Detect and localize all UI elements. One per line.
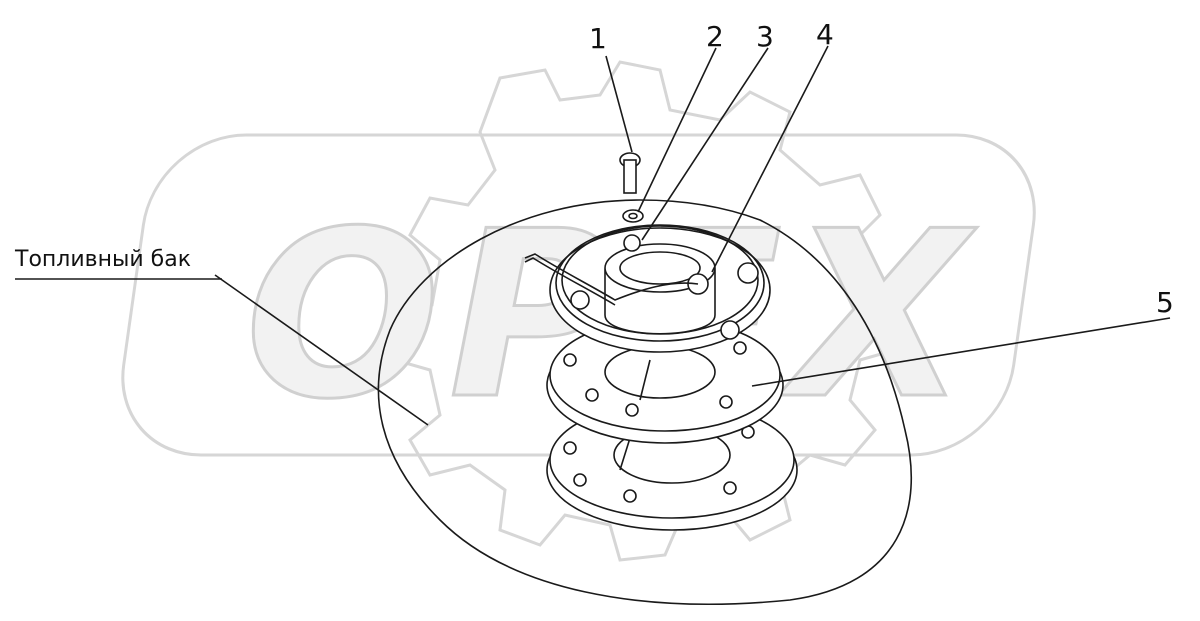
gear-watermark-icon — [393, 60, 902, 562]
callout-2: 2 — [706, 20, 724, 53]
sender-flange — [524, 224, 771, 353]
callout-1: 1 — [589, 22, 607, 55]
callout-4: 4 — [816, 18, 834, 51]
callout-3: 3 — [756, 20, 774, 53]
washer — [622, 209, 644, 223]
fuel-tank-outline — [377, 199, 912, 605]
leader-lines — [15, 45, 1171, 426]
bolt — [619, 152, 641, 194]
middle-gasket — [546, 318, 784, 444]
callout-5: 5 — [1156, 286, 1174, 319]
fuel-tank-caption: Топливный бак — [14, 247, 191, 272]
